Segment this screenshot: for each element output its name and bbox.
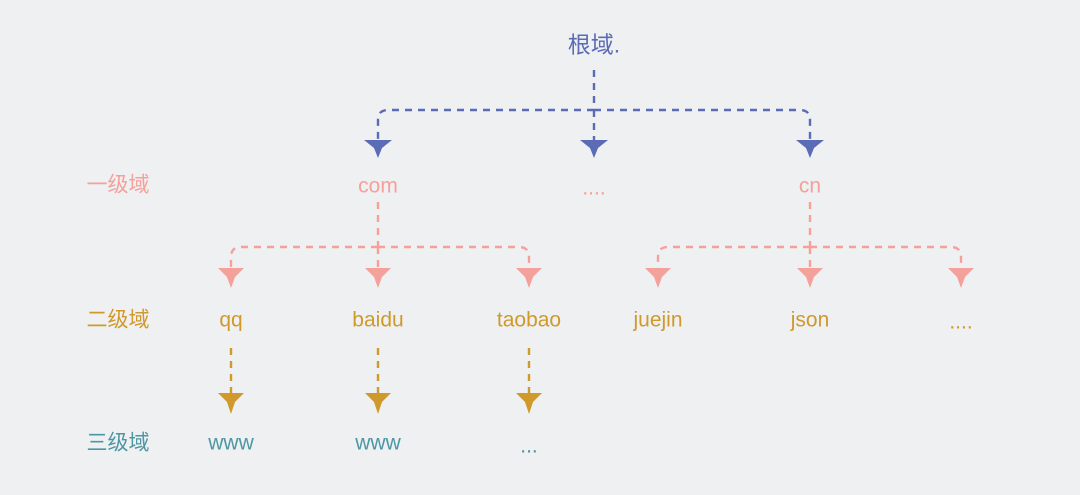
arrowhead-group-cn-to-level2 — [645, 268, 974, 288]
node-level3-ellipsis: ... — [520, 434, 538, 458]
row-label-level2: 二级域 — [86, 308, 150, 332]
node-level1-com[interactable]: com — [358, 174, 398, 198]
arrowhead-group-com-to-level2 — [218, 268, 542, 288]
arrowhead-group-root-to-level1 — [364, 140, 824, 158]
node-level3-www-qq[interactable]: www — [208, 431, 254, 455]
arrowhead-to-com — [364, 140, 392, 158]
arrowhead-to-baidu — [365, 268, 391, 288]
connector-group-cn-to-level2 — [656, 202, 963, 270]
connector-root-to-cn — [594, 108, 812, 140]
node-level2-ellipsis: .... — [949, 310, 973, 334]
connector-group-root-to-level1 — [376, 70, 812, 140]
node-level1-cn[interactable]: cn — [798, 174, 822, 198]
connector-com-to-qq — [229, 245, 378, 270]
arrowhead-to-dots — [580, 140, 608, 158]
connector-cn-to-juejin — [656, 245, 810, 270]
arrowhead-to-www-baidu — [365, 393, 391, 414]
node-level2-juejin[interactable]: juejin — [633, 308, 683, 332]
node-level3-www-baidu[interactable]: www — [355, 431, 401, 455]
row-label-level3: 三级域 — [86, 431, 150, 455]
arrowhead-to-level3-dots — [516, 393, 542, 414]
connector-group-com-to-level2 — [229, 202, 531, 270]
arrowhead-to-cn — [796, 140, 824, 158]
node-level2-taobao[interactable]: taobao — [496, 308, 562, 332]
arrowhead-to-level2-dots — [948, 268, 974, 288]
node-level2-baidu[interactable]: baidu — [352, 308, 404, 332]
connector-group-level2-to-level3 — [229, 348, 531, 395]
arrowhead-to-www-qq — [218, 393, 244, 414]
node-level2-qq[interactable]: qq — [219, 308, 243, 332]
node-level2-json[interactable]: json — [790, 308, 830, 332]
connector-com-to-taobao — [378, 245, 531, 270]
arrowhead-to-qq — [218, 268, 244, 288]
arrowhead-to-juejin — [645, 268, 671, 288]
connector-cn-to-dots — [810, 245, 963, 270]
arrowhead-group-level2-to-level3 — [218, 393, 542, 414]
connector-root-to-com — [376, 108, 594, 140]
node-root-domain[interactable]: 根域. — [567, 31, 621, 58]
row-label-level1: 一级域 — [86, 173, 150, 197]
arrowhead-to-json — [797, 268, 823, 288]
node-level1-ellipsis: .... — [582, 176, 606, 200]
arrowhead-to-taobao — [516, 268, 542, 288]
